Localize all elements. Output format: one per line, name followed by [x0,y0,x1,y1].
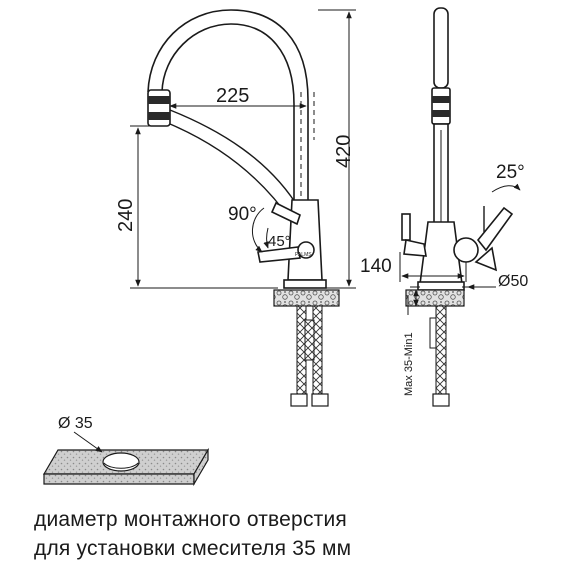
dim-total-height-label: 420 [333,135,355,168]
angle-arc-90 [252,207,265,253]
caption-line-2: для установки смесителя 35 мм [34,537,352,560]
mounting-hole-illustration [42,431,210,487]
front-lever [257,246,301,263]
side-hoses [429,305,450,407]
side-spout-top [433,7,449,89]
countertop-front [273,289,340,307]
dim-lever-angle-small-label: 45° [268,233,291,250]
dimension-lines-front [130,9,356,289]
side-main-handle [476,206,514,252]
hole-diameter-label: Ø 35 [58,415,93,432]
dim-spout-reach-label: 225 [216,85,249,107]
angle-arc-45 [263,227,269,249]
side-view [401,7,514,291]
dim-lever-angle-label: 90° [228,204,257,225]
pull-out-hose [169,109,301,211]
dim-body-depth-label: 140 [360,256,392,277]
mounting-caption: диаметр монтажного отверстия для установ… [34,505,554,563]
dim-body-diameter-label: Ø50 [498,273,528,290]
angle-arc-25 [491,183,521,193]
mounting-hole [102,452,140,472]
brand-mark: PALMS [295,252,312,258]
spout-tip [147,89,171,127]
dimension-lines-side [399,183,521,315]
dim-spout-height-label: 240 [115,199,137,232]
front-hoses [290,305,329,407]
dim-counter-thickness-label: Max 35-Min1 [403,332,415,396]
gooseneck-outer [147,9,309,200]
caption-line-1: диаметр монтажного отверстия [34,508,347,531]
dim-side-lever-angle-label: 25° [496,162,525,183]
gooseneck-inner [161,23,295,200]
front-view [147,9,327,289]
hole-leader-line [73,431,103,453]
side-filter-lever [401,213,411,241]
countertop-side [405,289,465,307]
